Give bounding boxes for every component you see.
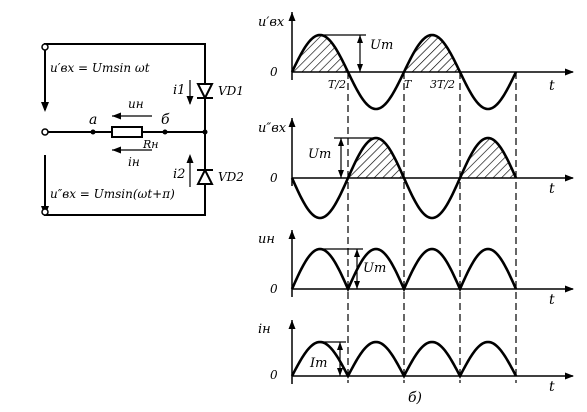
plot1-zero: 0	[270, 65, 278, 79]
input-bottom-label: u″вх = Umsin(ωt+π)	[50, 187, 175, 201]
current-2-label: i2	[173, 167, 185, 182]
plot3-y-arrowhead	[288, 230, 296, 239]
plot4-y-arrowhead	[288, 320, 296, 329]
graph-axes	[288, 12, 574, 384]
plot2-amp-arrowhead-bottom	[338, 170, 344, 178]
plot3-amp-arrowhead-top	[354, 249, 360, 257]
plot2-amp-arrowhead-top	[338, 138, 344, 146]
plot2-waveform	[290, 136, 518, 220]
diode-2-label: VD2	[218, 170, 244, 184]
time-dashed-lines	[347, 72, 517, 383]
plot3-time: t	[549, 292, 555, 308]
plot1-x-arrowhead	[565, 68, 574, 76]
shaded-half-waves	[292, 35, 516, 178]
plot2-time: t	[549, 181, 555, 197]
plot3-zero: 0	[270, 282, 278, 296]
plot1-shaded-area-1	[292, 35, 348, 72]
node-b-dot	[162, 129, 168, 135]
diode-1-label: VD1	[218, 84, 244, 98]
load-current-label: iн	[128, 155, 140, 169]
plot1-amp-arrowhead-top	[357, 35, 363, 43]
plot1-time: t	[549, 78, 555, 94]
plot4-ylabel: iн	[258, 322, 271, 337]
node-a-dot	[90, 129, 96, 135]
plot3-amp-arrowhead-bottom	[354, 281, 360, 289]
waveforms	[290, 33, 518, 379]
waveform-graphs: u′вх 0 t Um T/2 T 3T/2 u″вх 0 t Um uн 0 …	[258, 12, 574, 406]
plot2-zero: 0	[270, 171, 278, 185]
input-top-label: u′вх = Umsin ωt	[50, 61, 150, 75]
diode-vd1-triangle	[196, 83, 214, 101]
diode-vd2-triangle	[196, 167, 214, 185]
plot4-amp-arrowhead-top	[337, 342, 343, 350]
load-voltage-label: uн	[128, 97, 144, 111]
load-current-arrowhead	[112, 146, 121, 154]
current-1-arrowhead	[186, 96, 194, 105]
tick-half-period: T/2	[328, 78, 346, 91]
load-resistor	[111, 126, 143, 138]
plot1-y-arrowhead	[288, 12, 296, 21]
load-voltage-arrowhead	[112, 112, 121, 120]
plot3-x-arrowhead	[565, 285, 574, 293]
terminal-bottom	[41, 208, 49, 216]
plot4-time: t	[549, 379, 555, 395]
plot2-y-arrowhead	[288, 118, 296, 127]
plot2-shaded-area-2	[460, 138, 516, 178]
plot4-x-arrowhead	[565, 372, 574, 380]
node-a-label: a	[89, 112, 97, 128]
plot2-x-arrowhead	[565, 174, 574, 182]
tick-three-half-period: 3T/2	[430, 78, 455, 91]
plot1-ylabel: u′вх	[258, 15, 285, 30]
plot3-waveform	[290, 247, 518, 293]
plot4-amp-label: Im	[309, 356, 327, 371]
amplitude-markers	[320, 34, 378, 376]
circuit-schematic: u′вх = Umsin ωt u″вх = Umsin(ωt+π) a б R…	[41, 43, 244, 216]
plot1-waveform	[290, 33, 518, 111]
plot4-zero: 0	[270, 368, 278, 382]
current-2-arrowhead	[186, 154, 194, 163]
plot1-amp-label: Um	[370, 38, 393, 53]
terminal-top	[41, 43, 49, 51]
terminal-middle	[41, 128, 49, 136]
plot4-amp-arrowhead-bottom	[337, 368, 343, 376]
input-arrowhead-top	[41, 102, 49, 112]
node-b-label: б	[161, 112, 170, 128]
plot1-amp-arrowhead-bottom	[357, 64, 363, 72]
plot2-amp-label: Um	[308, 147, 331, 162]
plot3-ylabel: uн	[258, 232, 275, 247]
plot3-amp-label: Um	[363, 261, 386, 276]
junction-dot	[202, 129, 208, 135]
plot2-ylabel: u″вх	[258, 121, 287, 136]
tick-period: T	[404, 78, 413, 91]
panel-label: б)	[408, 390, 422, 406]
plot4-waveform	[290, 340, 518, 379]
load-label: Rн	[142, 138, 159, 151]
current-1-label: i1	[173, 83, 185, 98]
plot2-shaded-area-1	[348, 138, 404, 178]
plot1-shaded-area-2	[404, 35, 460, 72]
